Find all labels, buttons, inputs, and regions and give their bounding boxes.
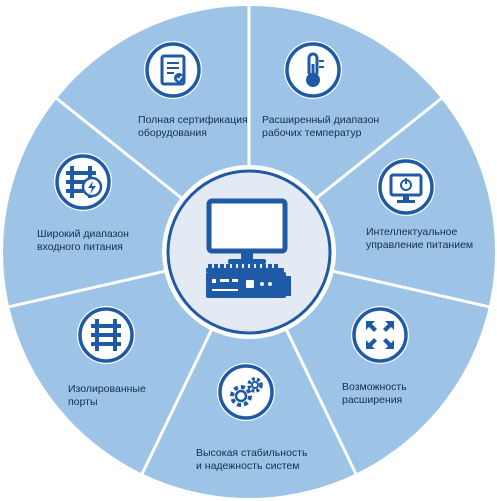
segment-label-certification: Полная сертификация оборудования — [138, 114, 248, 140]
segment-label-expansion: Возможность расширения — [342, 381, 407, 407]
segment-label-power: Интеллектуальное управление питанием — [366, 226, 473, 252]
gears-icon — [217, 363, 275, 421]
ports-line1: Изолированные — [68, 383, 146, 395]
expansion-line1: Возможность — [342, 381, 407, 393]
power-line2: управление питанием — [366, 239, 474, 251]
segment-label-temperature: Расширенный диапазон рабочих температур — [262, 114, 379, 140]
temperature-line2: рабочих температур — [262, 127, 362, 139]
segment-label-ports: Изолированные порты — [68, 383, 146, 409]
thermometer-icon — [284, 41, 342, 99]
rail-power-icon — [54, 153, 112, 211]
center-hub — [166, 169, 332, 335]
railway-ports-icon — [77, 306, 135, 364]
temperature-line1: Расширенный диапазон — [262, 114, 380, 126]
stability-line1: Высокая стабильность — [196, 447, 308, 459]
expansion-line2: расширения — [342, 394, 403, 406]
segment-separators — [6, 4, 492, 477]
stability-line2: и надежность систем — [196, 460, 300, 472]
industrial-pc-icon — [206, 198, 291, 298]
power-line1: Интеллектуальное — [366, 226, 458, 238]
certificate-icon — [144, 41, 202, 99]
input-power-line2: входного питания — [37, 241, 123, 253]
input-power-line1: Широкий диапазон — [37, 228, 129, 240]
expand-arrows-icon — [351, 306, 409, 364]
ports-line2: порты — [68, 396, 98, 408]
certification-line1: Полная сертификация — [138, 114, 248, 126]
segment-label-input-power: Широкий диапазон входного питания — [37, 228, 129, 254]
segment-label-stability: Высокая стабильность и надежность систем — [196, 447, 307, 473]
monitor-power-icon — [377, 158, 435, 216]
certification-line2: оборудования — [138, 127, 207, 139]
